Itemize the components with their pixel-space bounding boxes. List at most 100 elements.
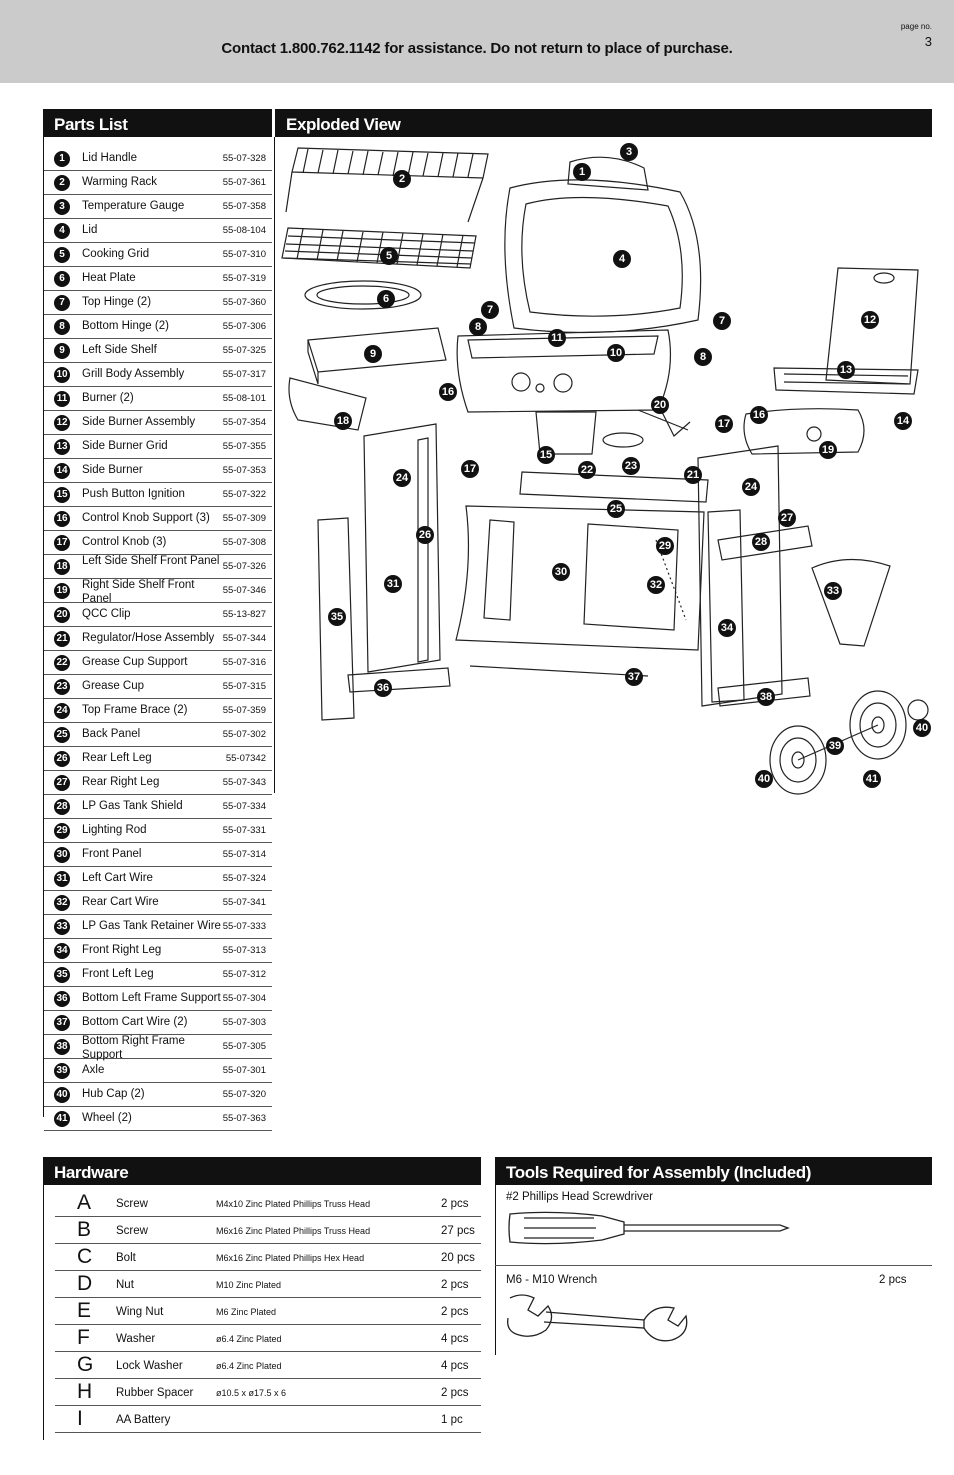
callout-badge: 10	[607, 344, 625, 362]
hardware-name: Screw	[116, 1225, 148, 1237]
parts-row: 32 Rear Cart Wire 55-07-341	[44, 891, 272, 915]
part-number-badge: 41	[54, 1111, 70, 1127]
part-name: Side Burner Grid	[82, 440, 168, 452]
part-number-badge: 26	[54, 751, 70, 767]
part-number-badge: 2	[54, 175, 70, 191]
part-number-badge: 20	[54, 607, 70, 623]
part-name: Wheel (2)	[82, 1112, 132, 1124]
part-code: 55-07-324	[222, 873, 266, 884]
part-number-badge: 34	[54, 943, 70, 959]
callout-badge: 8	[469, 318, 487, 336]
callout-badge: 36	[374, 679, 392, 697]
part-name: Grease Cup Support	[82, 656, 188, 668]
part-name: Rear Left Leg	[82, 752, 152, 764]
part-number-badge: 13	[54, 439, 70, 455]
hardware-description: M10 Zinc Plated	[216, 1280, 282, 1290]
callout-badge: 11	[548, 329, 566, 347]
part-code: 55-07-320	[222, 1089, 266, 1100]
part-name: Front Right Leg	[82, 944, 162, 956]
part-name: Bottom Left Frame Support	[82, 992, 221, 1004]
hardware-description: M6x16 Zinc Plated Phillips Truss Head	[216, 1226, 371, 1236]
part-code: 55-07-306	[222, 321, 266, 332]
hardware-letter: A	[77, 1191, 92, 1214]
hardware-quantity: 2 pcs	[441, 1306, 469, 1318]
parts-row: 34 Front Right Leg 55-07-313	[44, 939, 272, 963]
part-code: 55-08-101	[222, 393, 266, 404]
tools-left-rule	[495, 1185, 496, 1355]
callout-badge: 2	[393, 170, 411, 188]
hardware-letter: H	[77, 1380, 93, 1403]
wheel-drawing-right	[849, 690, 907, 760]
part-code: 55-08-104	[222, 225, 266, 236]
callout-badge: 5	[380, 247, 398, 265]
part-code: 55-07-341	[222, 897, 266, 908]
callout-badge: 25	[607, 500, 625, 518]
hardware-header: Hardware	[43, 1157, 481, 1185]
tank-retainer-wire-drawing	[811, 558, 891, 647]
part-name: Temperature Gauge	[82, 200, 185, 212]
callout-badge: 38	[757, 688, 775, 706]
hardware-description: ø6.4 Zinc Plated	[216, 1361, 282, 1371]
callout-badge: 14	[894, 412, 912, 430]
callout-badge: 17	[461, 460, 479, 478]
hardware-quantity: 27 pcs	[441, 1225, 475, 1237]
part-code: 55-07-316	[222, 657, 266, 668]
callout-badge: 1	[573, 163, 591, 181]
part-code: 55-07-314	[222, 849, 266, 860]
callout-badge: 16	[439, 383, 457, 401]
part-number-badge: 40	[54, 1087, 70, 1103]
part-code: 55-07-312	[222, 969, 266, 980]
callout-badge: 19	[819, 441, 837, 459]
callout-badge: 28	[752, 533, 770, 551]
callout-badge: 12	[861, 311, 879, 329]
hardware-name: Lock Washer	[116, 1360, 183, 1372]
exploded-view-diagram	[281, 147, 929, 795]
callout-badge: 33	[824, 582, 842, 600]
part-code: 55-07-301	[222, 1065, 266, 1076]
part-number-badge: 24	[54, 703, 70, 719]
part-name: Lid Handle	[82, 152, 137, 164]
cooking-grid-drawing	[281, 227, 477, 269]
screwdriver-icon	[508, 1211, 790, 1245]
callout-badge: 31	[384, 575, 402, 593]
part-name: Cooking Grid	[82, 248, 150, 260]
part-name: Hub Cap (2)	[82, 1088, 145, 1100]
part-number-badge: 36	[54, 991, 70, 1007]
callout-badge: 7	[713, 312, 731, 330]
part-number-badge: 22	[54, 655, 70, 671]
part-number-badge: 32	[54, 895, 70, 911]
part-code: 55-07-313	[222, 945, 266, 956]
part-name: Rear Cart Wire	[82, 896, 159, 908]
hardware-letter: C	[77, 1245, 93, 1268]
hardware-name: Wing Nut	[116, 1306, 164, 1318]
parts-list-header: Parts List	[43, 109, 272, 137]
part-name: Front Left Leg	[82, 968, 154, 980]
part-code: 55-07-346	[222, 585, 266, 596]
part-name: Left Cart Wire	[82, 872, 153, 884]
hardware-name: Screw	[116, 1198, 148, 1210]
part-name: Heat Plate	[82, 272, 136, 284]
part-name: Bottom Hinge (2)	[82, 320, 169, 332]
part-number-badge: 25	[54, 727, 70, 743]
top-bar	[0, 0, 954, 83]
part-name: Side Burner Assembly	[82, 416, 196, 428]
parts-left-rule	[43, 137, 44, 1117]
part-number-badge: 3	[54, 199, 70, 215]
hardware-letter: G	[77, 1353, 94, 1376]
tools-divider	[495, 1265, 932, 1266]
hardware-description: ø6.4 Zinc Plated	[216, 1334, 282, 1344]
